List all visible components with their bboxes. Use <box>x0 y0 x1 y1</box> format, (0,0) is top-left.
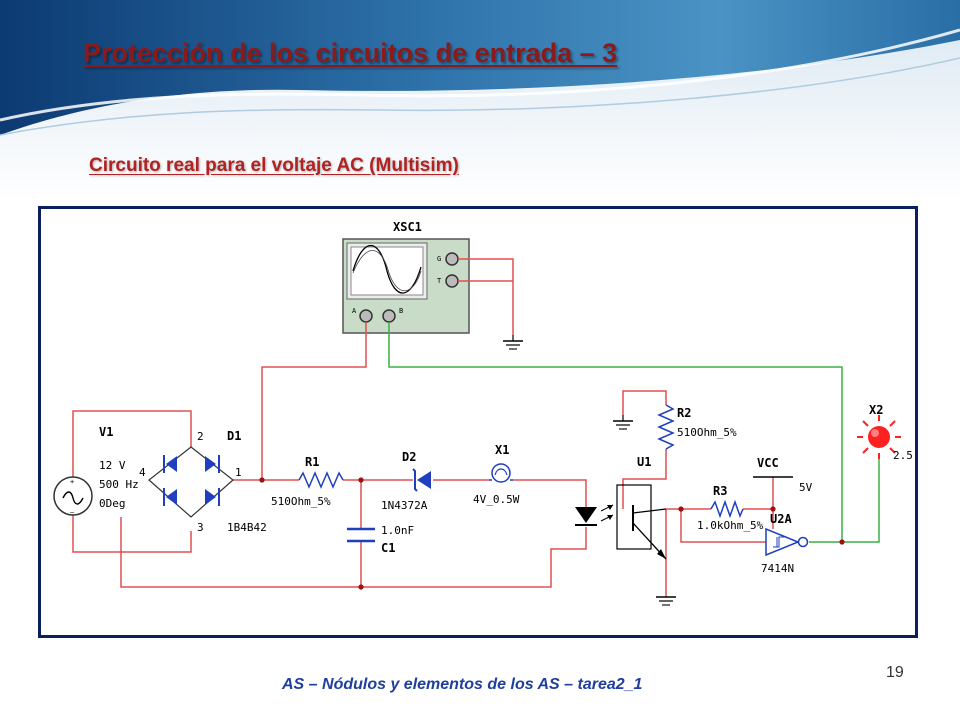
x1-ref: X1 <box>495 443 509 457</box>
scope-g-label: G <box>437 255 441 263</box>
source-phase: 0Deg <box>99 497 126 510</box>
lamp-x1: X1 4V_0.5W <box>473 443 520 506</box>
bridge-pin2: 2 <box>197 430 204 443</box>
c1-value: 1.0nF <box>381 524 414 537</box>
resistor-r1: R1 510Ohm_5% <box>271 455 344 508</box>
bridge-pin1: 1 <box>235 466 242 479</box>
schematic-panel: XSC1 G T A B <box>38 206 918 638</box>
junction-dot <box>678 506 684 512</box>
source-ref: V1 <box>99 425 113 439</box>
resistor-r2: R2 510Ohm_5% <box>657 404 737 450</box>
junction-dot <box>358 477 364 483</box>
source-minus: – <box>70 508 75 516</box>
scope-a-label: A <box>352 307 357 315</box>
c1-ref: C1 <box>381 541 395 555</box>
x1-value: 4V_0.5W <box>473 493 520 506</box>
ac-source-v1: + – V1 12 V 500 Hz 0Deg <box>53 425 139 516</box>
source-frequency: 500 Hz <box>99 478 139 491</box>
d2-ref: D2 <box>402 450 416 464</box>
indicator-lamp-x2: X2 2.5 <box>857 403 913 462</box>
vcc-value: 5V <box>799 481 813 494</box>
r1-value: 510Ohm_5% <box>271 495 331 508</box>
scope-b-label: B <box>399 307 403 315</box>
page-number: 19 <box>886 664 904 681</box>
oscilloscope-ref: XSC1 <box>393 220 422 234</box>
ground-symbol-r2 <box>613 415 633 430</box>
junction-dot <box>839 539 845 545</box>
x2-value: 2.5 <box>893 449 913 462</box>
scope-t-label: T <box>437 277 442 285</box>
optocoupler-u1: U1 <box>575 455 667 560</box>
x2-ref: X2 <box>869 403 883 417</box>
slide-subtitle: Circuito real para el voltaje AC (Multis… <box>89 155 459 176</box>
r2-value: 510Ohm_5% <box>677 426 737 439</box>
ground-symbol-u1 <box>656 596 676 606</box>
bridge-ref: D1 <box>227 429 241 443</box>
bridge-rectifier-d1: 2 1 3 4 D1 1B4B42 <box>139 429 267 534</box>
r2-ref: R2 <box>677 406 691 420</box>
source-plus: + <box>70 478 74 486</box>
bridge-pin3: 3 <box>197 521 204 534</box>
u2a-ref: U2A <box>770 512 792 526</box>
schmitt-inverter-u2a: U2A 7414N <box>761 512 809 575</box>
vcc-label: VCC <box>757 456 779 470</box>
bridge-part: 1B4B42 <box>227 521 267 534</box>
junction-dot <box>770 506 776 512</box>
source-voltage: 12 V <box>99 459 126 472</box>
resistor-r3: R3 1.0kOhm_5% <box>697 484 764 532</box>
oscilloscope-xsc1: XSC1 G T A B <box>342 220 470 334</box>
bridge-pin4: 4 <box>139 466 146 479</box>
header-background <box>0 0 960 200</box>
r3-ref: R3 <box>713 484 727 498</box>
zener-diode-d2: D2 1N4372A <box>381 450 431 512</box>
footer-text: AS – Nódulos y elementos de los AS – tar… <box>282 676 643 693</box>
u2a-part: 7414N <box>761 562 794 575</box>
d2-part: 1N4372A <box>381 499 428 512</box>
circuit-schematic: XSC1 G T A B <box>53 220 913 606</box>
r3-value: 1.0kOhm_5% <box>697 519 764 532</box>
r1-ref: R1 <box>305 455 319 469</box>
junction-dot <box>358 584 364 590</box>
capacitor-c1: 1.0nF C1 <box>347 524 414 555</box>
vcc-supply: VCC 5V <box>753 456 813 494</box>
junction-dot <box>259 477 265 483</box>
u1-ref: U1 <box>637 455 651 469</box>
ground-symbol-scope <box>503 335 523 350</box>
slide-title: Protección de los circuitos de entrada –… <box>83 38 618 68</box>
